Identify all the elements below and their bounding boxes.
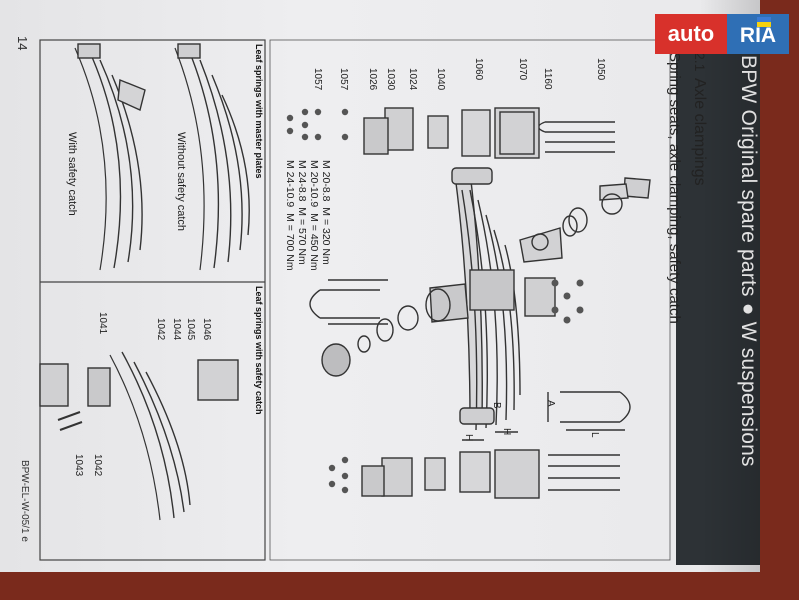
- part-label-1060: 1060: [473, 58, 484, 81]
- watermark-auto: auto: [655, 14, 727, 54]
- part-label-1026: 1026: [367, 68, 378, 91]
- caption-with-safety-catch: With safety catch: [66, 132, 78, 216]
- dimension-l: L: [589, 432, 600, 438]
- part-label-1057-a: 1057: [338, 68, 349, 91]
- parts-drawing: [39, 39, 671, 561]
- part-label-1057-b: 1057: [312, 68, 323, 91]
- part-label-1042-a: 1042: [155, 318, 166, 341]
- flag-icon: [757, 17, 771, 27]
- part-label-1070: 1070: [517, 58, 528, 81]
- dimension-b: B: [491, 402, 502, 409]
- part-label-1160: 1160: [542, 68, 553, 90]
- torque-row-2: M 20-10.9 M = 450 Nm: [308, 160, 320, 271]
- caption-without-safety-catch: Without safety catch: [175, 132, 187, 232]
- part-label-1040: 1040: [435, 68, 446, 91]
- autoria-watermark: auto RIA: [655, 14, 789, 54]
- torque-row-1: M 20-8.8 M = 320 Nm: [320, 160, 332, 265]
- part-label-1043: 1043: [73, 454, 84, 477]
- dimension-a: A: [545, 400, 556, 407]
- part-label-1030: 1030: [385, 68, 396, 91]
- part-label-1045: 1045: [185, 318, 196, 341]
- dimension-h-1: H: [463, 434, 474, 442]
- part-label-1046: 1046: [201, 318, 212, 341]
- torque-row-4: M 24-10.9 M = 700 Nm: [284, 160, 296, 271]
- part-label-1042-b: 1042: [92, 454, 103, 477]
- part-label-1041: 1041: [97, 312, 108, 335]
- document-title: BPW Original spare parts ● W suspensions: [737, 55, 760, 467]
- part-label-1050: 1050: [595, 58, 606, 81]
- document-page: BPW Original spare parts ● W suspensions…: [0, 0, 760, 572]
- part-label-1044: 1044: [171, 318, 182, 341]
- panel-title-safety-catch: Leaf springs with safety catch: [254, 286, 264, 415]
- part-label-1024: 1024: [407, 68, 418, 91]
- dimension-h-2: H: [501, 428, 512, 436]
- torque-row-3: M 24-8.8 M = 570 Nm: [296, 160, 308, 265]
- panel-title-master-plates: Leaf springs with master plates: [254, 44, 264, 179]
